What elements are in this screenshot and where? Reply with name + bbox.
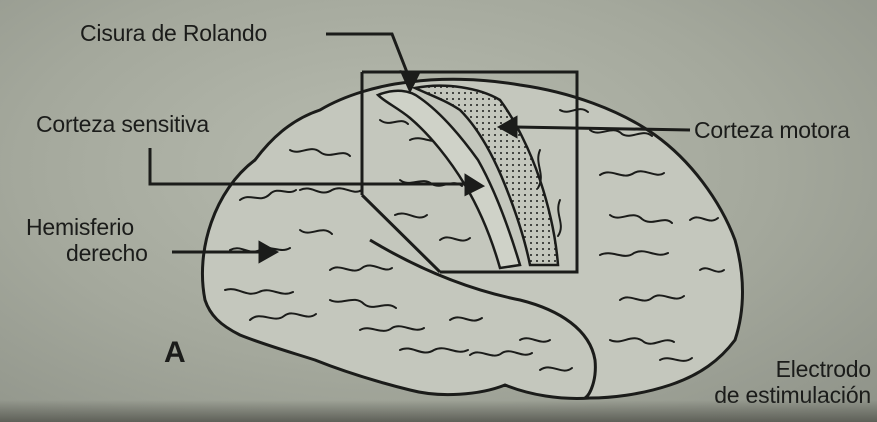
panel-letter: A bbox=[164, 338, 185, 368]
label-electrodo-de-estimulacion: Electrodo de estimulación bbox=[714, 356, 871, 409]
brain-outline bbox=[202, 79, 742, 398]
label-corteza-sensitiva: Corteza sensitiva bbox=[36, 113, 209, 136]
label-electrodo-line1: Electrodo bbox=[714, 356, 871, 382]
label-hemisferio-line2: derecho bbox=[26, 242, 148, 265]
label-electrodo-line2: de estimulación bbox=[714, 382, 871, 408]
label-cisura-de-rolando: Cisura de Rolando bbox=[80, 22, 267, 45]
label-hemisferio-line1: Hemisferio bbox=[26, 216, 148, 239]
label-hemisferio-derecho: Hemisferio derecho bbox=[26, 216, 148, 265]
label-corteza-motora: Corteza motora bbox=[694, 119, 850, 142]
